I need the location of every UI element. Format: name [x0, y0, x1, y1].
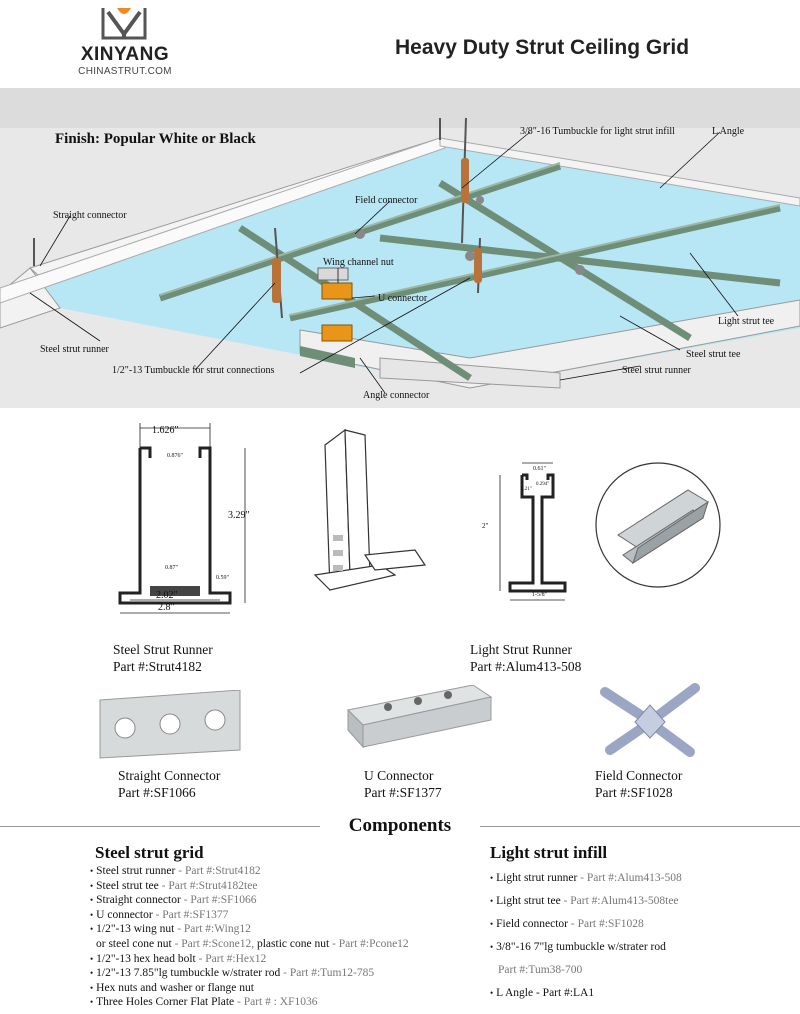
dim-light-height: 2": [482, 522, 489, 530]
steel-grid-heading: Steel strut grid: [95, 843, 204, 862]
u-connector-image: [346, 685, 493, 749]
brand-name: XINYANG: [80, 44, 170, 65]
list-item: •Field connector - Part #:SF1028: [490, 918, 644, 930]
list-item: •Straight connector - Part #:SF1066: [90, 894, 257, 907]
label-angle-connector: Angle connector: [363, 390, 430, 401]
label-straight-connector: Straight connector: [53, 210, 127, 221]
label-light-strut-tee: Light strut tee: [718, 316, 775, 327]
list-item: •Light strut runner - Part #:Alum413-508: [490, 872, 682, 884]
list-item: Part #:Tum38-700: [498, 964, 583, 976]
dim-steel-height: 3.29": [228, 510, 250, 521]
divider-right: [480, 826, 800, 827]
light-infill-heading: Light strut infill: [490, 843, 608, 862]
divider-left: [0, 826, 320, 827]
list-item: •Hex nuts and washer or flange nut: [90, 981, 254, 994]
dim-light-t1: 0.21": [521, 487, 532, 492]
steel-runner-part: Part #:Strut4182: [113, 659, 202, 674]
list-item: •Steel strut runner - Part #:Strut4182: [90, 865, 261, 877]
dim-light-wbase: 1-5/8": [532, 592, 548, 598]
label-steel-strut-tee: Steel strut tee: [686, 349, 741, 360]
u-connector-part: Part #:SF1377: [364, 785, 442, 800]
list-item: or steel cone nut - Part #:Scone12, plas…: [96, 937, 409, 950]
list-item: •1/2"-13 wing nut - Part #:Wing12: [90, 923, 251, 936]
caption-steel-runner: Steel Strut Runner Part #:Strut4182: [113, 641, 213, 675]
dim-light-wtop: 0.61": [533, 466, 546, 472]
caption-u-connector: U Connector Part #:SF1377: [364, 767, 442, 801]
list-item: •Steel strut tee - Part #:Strut4182tee: [90, 879, 258, 892]
caption-straight-connector: Straight Connector Part #:SF1066: [118, 767, 220, 801]
list-item: •Light strut tee - Part #:Alum413-508tee: [490, 895, 679, 907]
steel-grid-list: •Steel strut runner - Part #:Strut4182 •…: [90, 864, 409, 1010]
field-connector-name: Field Connector: [595, 768, 683, 783]
list-item: •1/2"-13 7.85"lg tumbuckle w/strater rod…: [90, 967, 375, 980]
list-item: •L Angle - Part #:LA1: [490, 987, 595, 999]
caption-light-runner: Light Strut Runner Part #:Alum413-508: [470, 641, 581, 675]
list-item: •1/2"-13 hex head bolt - Part #:Hex12: [90, 952, 267, 965]
light-strut-profile-drawing: [499, 462, 567, 601]
label-tumbuckle-light: 3/8"-16 Tumbuckle for light strut infill: [520, 126, 675, 137]
list-item: •3/8"-16 7"lg tumbuckle w/strater rod: [490, 941, 666, 953]
label-l-angle: L Angle: [712, 126, 745, 137]
components-title: Components: [348, 815, 452, 836]
page-title: Heavy Duty Strut Ceiling Grid: [395, 36, 690, 59]
label-field-connector: Field connector: [355, 195, 418, 206]
light-runner-part: Part #:Alum413-508: [470, 659, 582, 674]
light-strut-3d-circle: [595, 462, 721, 588]
straight-connector-name: Straight Connector: [118, 768, 221, 783]
straight-connector-image: [99, 690, 241, 759]
dim-steel-wtop: 1.626": [152, 425, 179, 436]
caption-field-connector: Field Connector Part #:SF1028: [595, 767, 682, 801]
list-item: •Three Holes Corner Flat Plate - Part # …: [90, 996, 318, 1009]
field-connector-image: [600, 683, 700, 757]
dim-light-t2: 0.294": [536, 482, 550, 487]
label-steel-strut-runner-2: Steel strut runner: [622, 365, 691, 376]
xinyang-logo-icon: [101, 6, 147, 40]
light-infill-list: •Light strut runner - Part #:Alum413-508…: [490, 867, 682, 1005]
label-tumbuckle-strut: 1/2"-13 Tumbuckle for strut connections: [112, 365, 275, 376]
u-connector-name: U Connector: [364, 768, 434, 783]
light-runner-name: Light Strut Runner: [470, 642, 572, 657]
steel-strut-3d-sketch: [313, 428, 427, 592]
dim-steel-wslot: 0.87": [165, 565, 178, 571]
dim-steel-wtotal: 2.8": [158, 602, 175, 613]
finish-note: Finish: Popular White or Black: [55, 131, 256, 147]
ceiling-grid-diagram: [0, 88, 800, 408]
dim-steel-wbase: 2.02": [156, 590, 178, 601]
label-u-connector: U connector: [378, 293, 428, 304]
list-item: •U connector - Part #:SF1377: [90, 908, 229, 921]
steel-strut-profile-drawing: [118, 423, 246, 614]
label-wing-nut: Wing channel nut: [323, 257, 394, 268]
field-connector-part: Part #:SF1028: [595, 785, 673, 800]
brand-url: CHINASTRUT.COM: [78, 66, 172, 77]
dim-steel-flange: 0.59": [216, 575, 229, 581]
dim-steel-winner: 0.876": [167, 453, 183, 459]
label-steel-strut-runner: Steel strut runner: [40, 344, 109, 355]
steel-runner-name: Steel Strut Runner: [113, 642, 213, 657]
straight-connector-part: Part #:SF1066: [118, 785, 196, 800]
